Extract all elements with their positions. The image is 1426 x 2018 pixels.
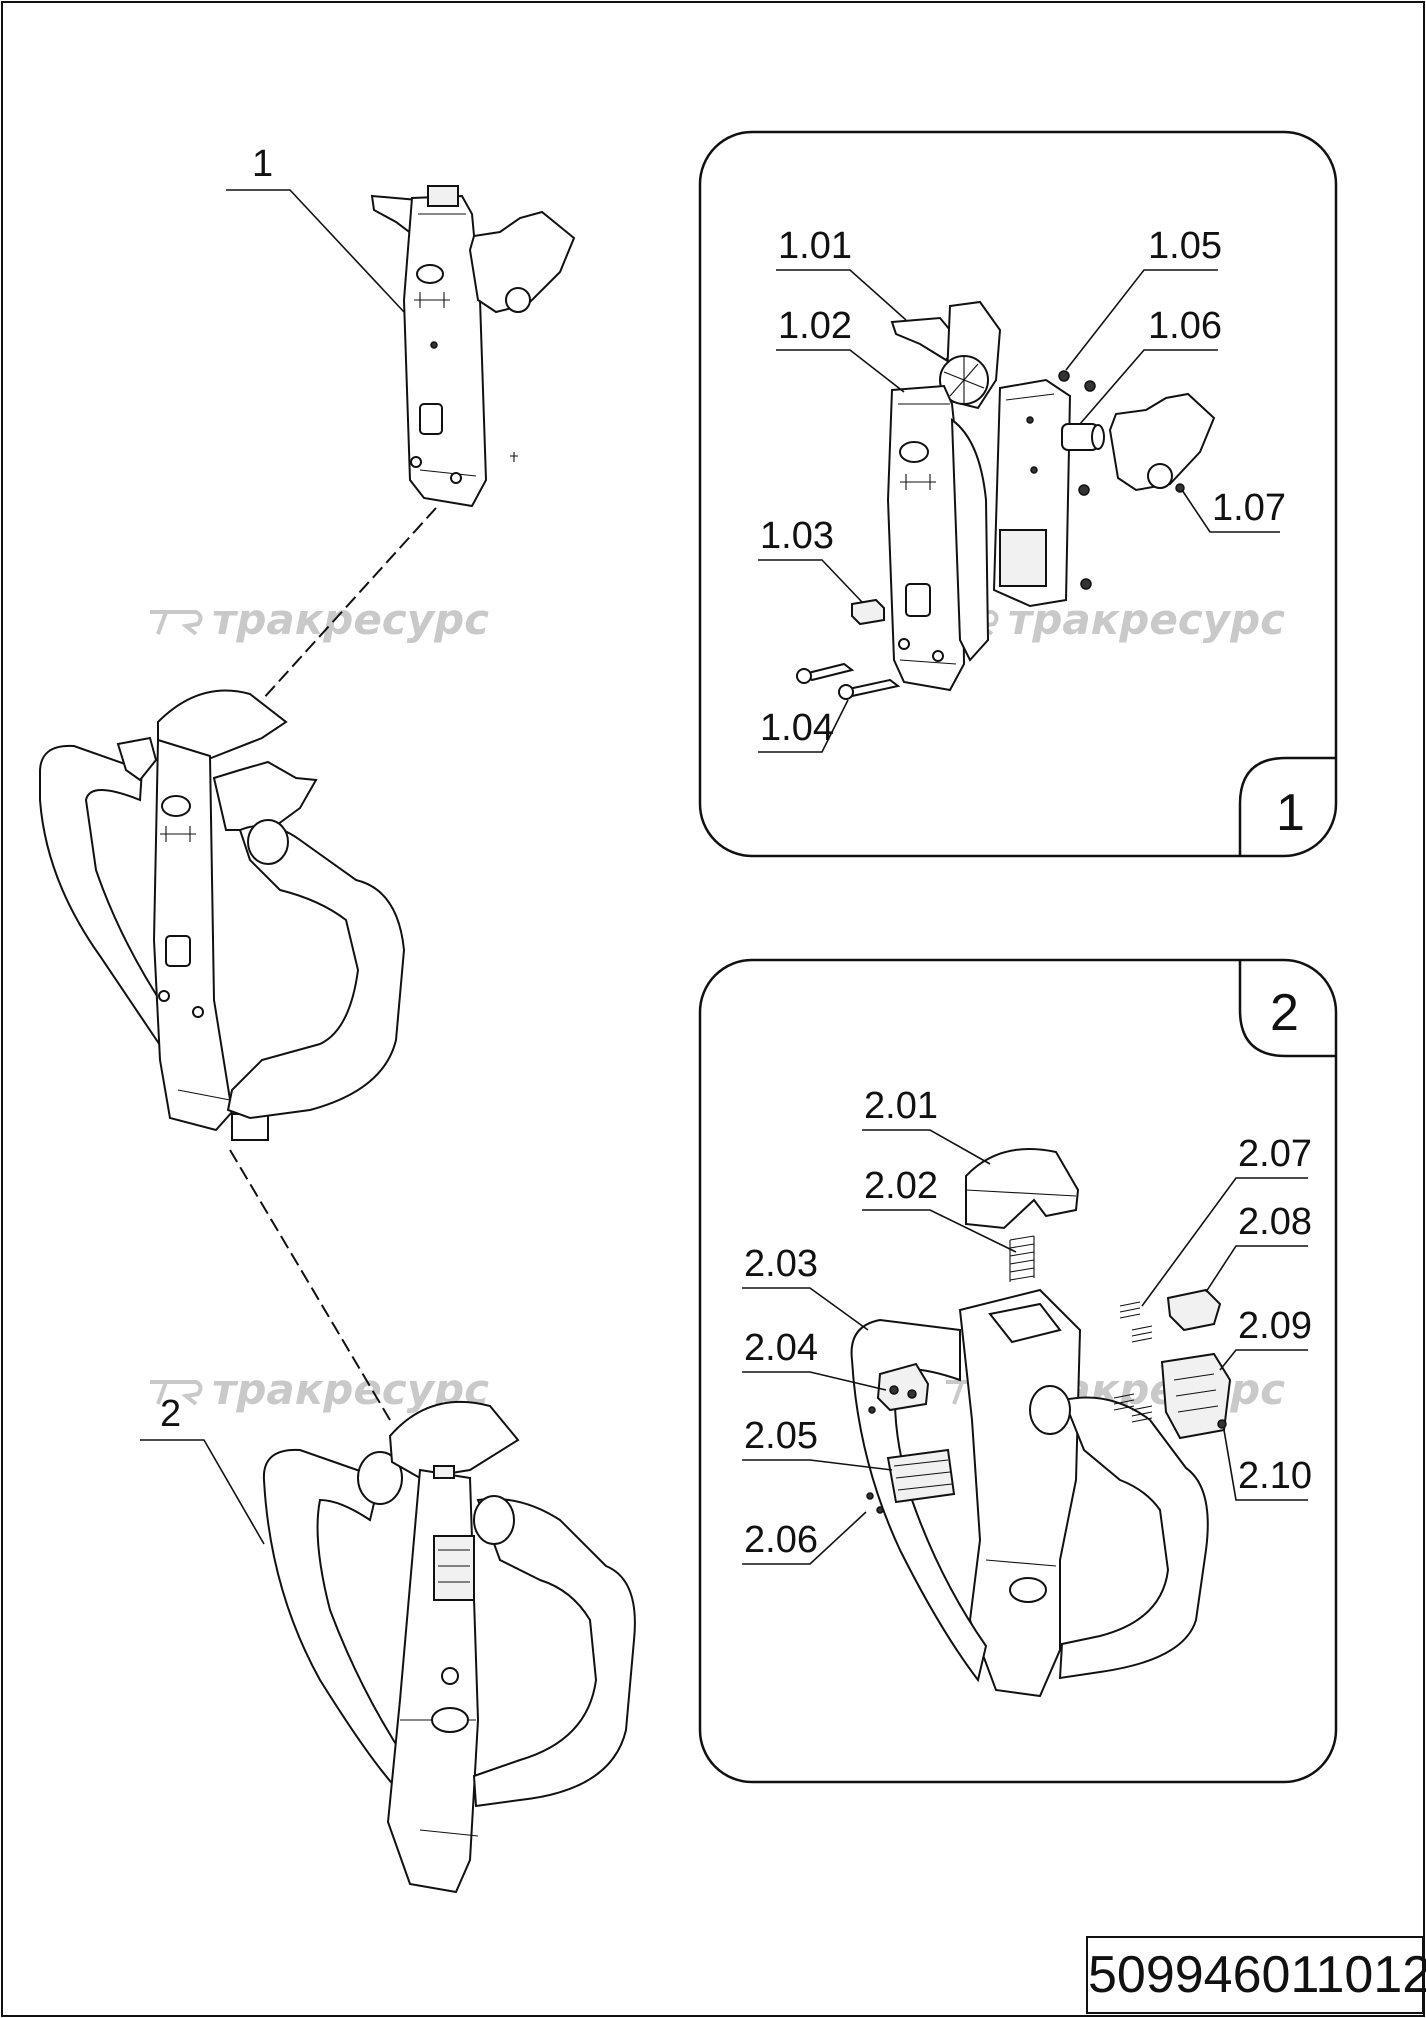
svg-text:2.03: 2.03 [744, 1243, 818, 1285]
svg-text:2.09: 2.09 [1238, 1305, 1312, 1347]
svg-text:1.04: 1.04 [760, 707, 834, 749]
callout-1-02: 1.02 [776, 305, 905, 393]
callout-1: 1 [226, 143, 405, 313]
svg-text:1.06: 1.06 [1148, 305, 1222, 347]
svg-text:2.07: 2.07 [1238, 1133, 1312, 1175]
callout-2-04: 2.04 [742, 1327, 887, 1391]
callout-1-05: 1.05 [1065, 225, 1222, 371]
detail-2-panel: 2 [698, 958, 1338, 1784]
svg-text:1.02: 1.02 [778, 305, 852, 347]
detail-1-panel: 1 [698, 130, 1338, 858]
svg-text:1.01: 1.01 [778, 225, 852, 267]
callout-2-10: 2.10 [1223, 1429, 1312, 1501]
callout-2-03: 2.03 [742, 1243, 869, 1331]
callout-2-05: 2.05 [742, 1415, 893, 1471]
relation-line-1 [261, 507, 437, 701]
callout-1-07: 1.07 [1181, 487, 1286, 533]
svg-text:1.05: 1.05 [1148, 225, 1222, 267]
detail-1-exploded-parts [796, 300, 1216, 700]
callout-2-09: 2.09 [1219, 1305, 1312, 1371]
detail-2-tag: 2 [1270, 984, 1299, 1042]
svg-text:2.02: 2.02 [864, 1165, 938, 1207]
callout-1-04: 1.04 [758, 699, 849, 753]
watermark-top-right: тракресурс [946, 595, 1285, 644]
svg-text:1: 1 [252, 143, 273, 185]
main-full-handle [39, 689, 406, 1141]
callout-2-01: 2.01 [862, 1085, 991, 1165]
callout-1-06: 1.06 [1079, 305, 1222, 425]
detail-2-exploded-parts [850, 1148, 1232, 1698]
svg-text:тракресурс: тракресурс [1008, 595, 1285, 644]
main-part-2-handle-body [262, 1400, 636, 1894]
svg-text:2.06: 2.06 [744, 1519, 818, 1561]
svg-text:1.07: 1.07 [1212, 487, 1286, 529]
detail-1-tag: 1 [1276, 784, 1305, 842]
main-part-1-control-head [370, 185, 576, 508]
svg-text:2: 2 [160, 1393, 181, 1435]
callout-2: 2 [140, 1393, 265, 1545]
relation-line-2 [229, 1149, 391, 1421]
svg-text:2.05: 2.05 [744, 1415, 818, 1457]
svg-text:2.01: 2.01 [864, 1085, 938, 1127]
callout-2-02: 2.02 [862, 1165, 1017, 1253]
svg-text:2.08: 2.08 [1238, 1201, 1312, 1243]
callout-2-06: 2.06 [742, 1511, 867, 1565]
callout-1-01: 1.01 [776, 225, 907, 321]
callout-2-08: 2.08 [1205, 1201, 1312, 1293]
callout-2-07: 2.07 [1141, 1133, 1312, 1307]
svg-text:1.03: 1.03 [760, 515, 834, 557]
svg-text:2.04: 2.04 [744, 1327, 818, 1369]
drawing-number: 509946011012 [1086, 1936, 1426, 2014]
svg-text:2.10: 2.10 [1238, 1455, 1312, 1497]
callout-1-03: 1.03 [758, 515, 863, 603]
